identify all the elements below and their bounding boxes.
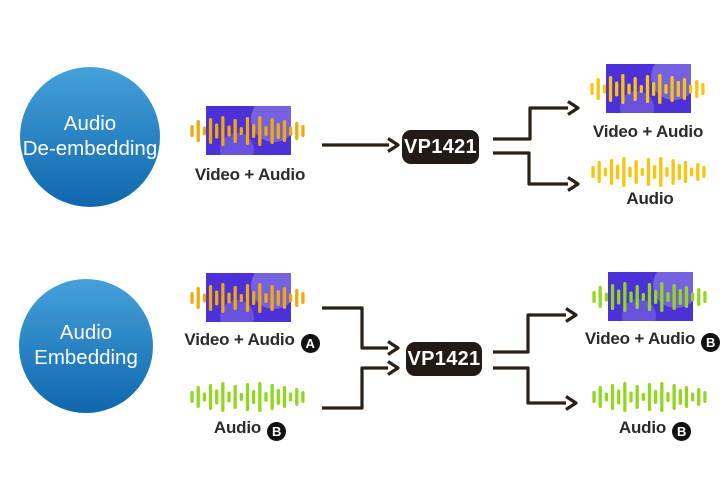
bubble-text-line1: Audio	[59, 321, 113, 345]
embed-input-a-label: Video + Audio A	[167, 330, 337, 353]
arrow-embed-output-video	[493, 307, 578, 354]
embed-input-b-label: Audio B	[175, 418, 325, 441]
deembed-input-label: Video + Audio	[175, 165, 325, 185]
arrow-deembed-output-video	[493, 100, 580, 141]
arrow-embed-input-b	[322, 360, 400, 410]
waveform-icon	[190, 115, 305, 146]
device-label: VP1421	[407, 347, 481, 370]
arrow-embed-output-audio	[493, 366, 578, 411]
waveform-icon	[590, 73, 705, 104]
embed-input-b-waveform-icon	[190, 382, 305, 412]
waveform-icon	[190, 282, 305, 313]
embed-output-video-audio-icon	[592, 272, 709, 321]
channel-b-badge: B	[267, 422, 287, 441]
embed-output-video-label: Video + Audio B	[570, 329, 728, 352]
embed-output-audio-label: Audio B	[580, 418, 728, 441]
io-label-text: Audio	[213, 418, 262, 437]
bubble-audio-de-embedding: Audio De-embedding	[20, 67, 160, 207]
device-label: VP1421	[404, 135, 477, 158]
embed-output-audio-waveform-icon	[592, 382, 707, 412]
waveform-icon	[592, 281, 707, 312]
io-label-text: Video + Audio	[184, 330, 295, 349]
device-vp1421-top: VP1421	[402, 130, 479, 164]
bubble-audio-embedding: Audio Embedding	[19, 279, 153, 413]
deembed-input-video-audio-icon	[190, 106, 307, 155]
deembed-output-video-label: Video + Audio	[573, 122, 723, 142]
deembed-output-video-audio-icon	[590, 64, 707, 113]
bubble-text-line2: Embedding	[34, 346, 138, 369]
io-label-text: Audio	[626, 189, 674, 208]
io-label-text: Audio	[618, 418, 667, 437]
io-label-text: Video + Audio	[194, 165, 306, 184]
channel-a-badge: A	[300, 334, 320, 353]
channel-b-badge: B	[672, 422, 692, 441]
arrow-deembed-output-audio	[493, 151, 580, 192]
io-label-text: Video + Audio	[592, 122, 704, 141]
deembed-output-audio-label: Audio	[575, 189, 725, 209]
device-vp1421-bottom: VP1421	[406, 342, 482, 376]
bubble-text-line2: De-embedding	[22, 137, 158, 160]
deembed-output-audio-waveform-icon	[591, 157, 706, 187]
io-label-text: Video + Audio	[584, 329, 696, 348]
embed-input-video-audio-icon	[190, 273, 307, 322]
arrow-deembed-input	[322, 137, 400, 153]
bubble-text-line1: Audio	[63, 112, 117, 136]
channel-b-badge: B	[701, 333, 721, 352]
